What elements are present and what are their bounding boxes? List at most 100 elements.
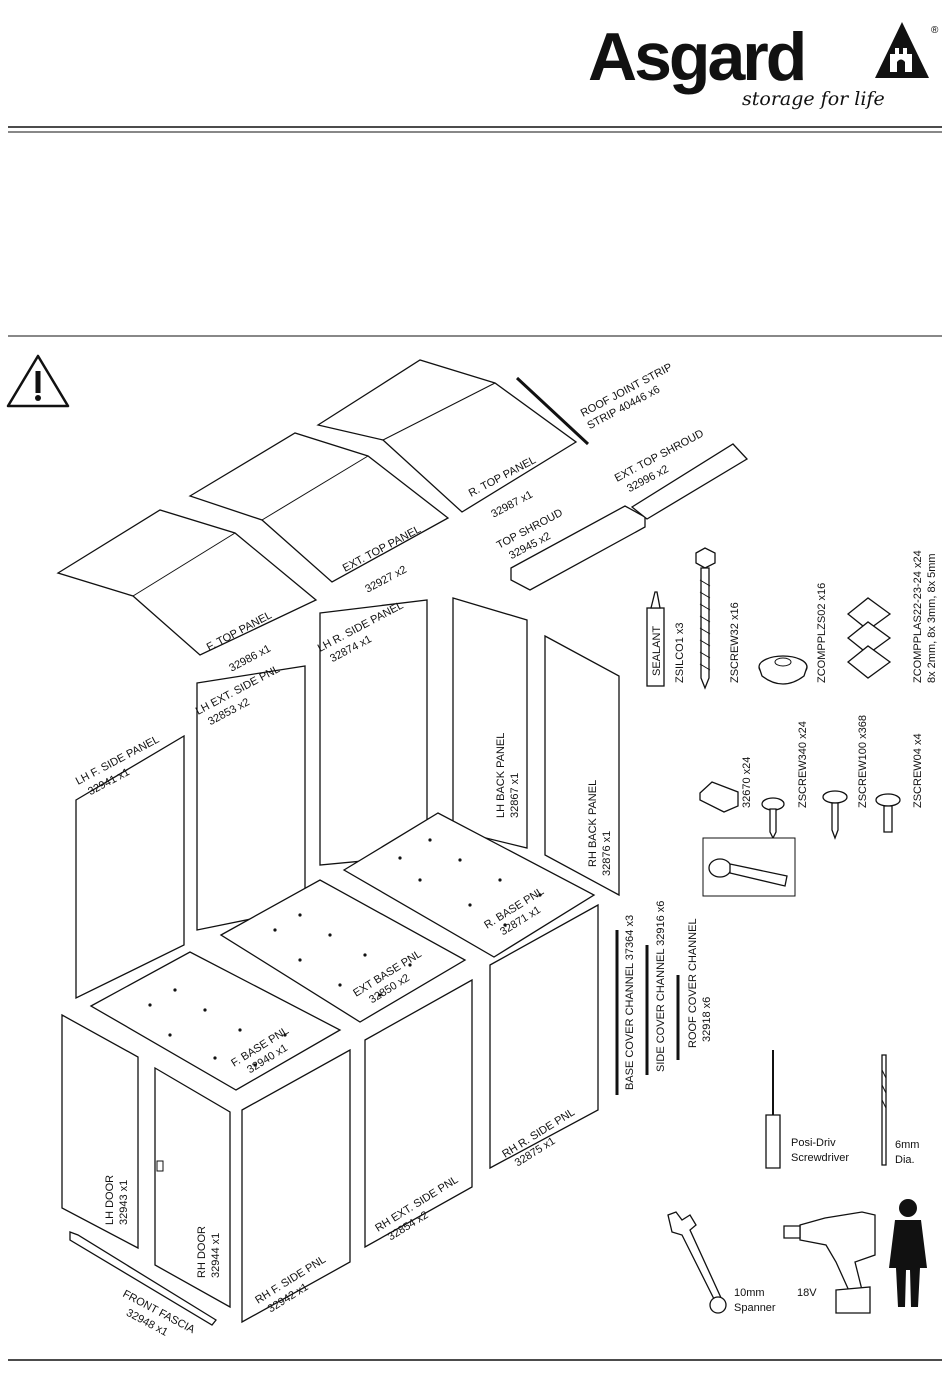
- part-name: RH DOOR: [196, 1226, 208, 1278]
- svg-text:ZCOMPPLZS02 x16: ZCOMPPLZS02 x16: [816, 583, 828, 683]
- hardware-sizes: 8x 2mm, 8x 3mm, 8x 5mm: [926, 553, 938, 683]
- part-qty: x1: [519, 489, 535, 505]
- part-qty: x1: [210, 1233, 222, 1245]
- label-spanner: 10mm Spanner: [734, 1287, 776, 1314]
- sealant-tube-icon: [646, 591, 665, 687]
- hardware-qty: x24: [912, 550, 924, 568]
- part-name: BASE COVER CHANNEL: [624, 963, 636, 1090]
- part-name: RH BACK PANEL: [587, 780, 599, 867]
- part-code: 32944: [210, 1247, 222, 1278]
- tool-line1: 10mm: [734, 1287, 765, 1299]
- part-code: 32876: [601, 845, 613, 876]
- label-drill: 18V: [797, 1287, 817, 1299]
- svg-text:32670 x24: 32670 x24: [741, 757, 753, 808]
- hardware-qty: x24: [741, 757, 753, 775]
- svg-text:ZSCREW04 x4: ZSCREW04 x4: [912, 733, 924, 808]
- lh-door: [61, 1013, 139, 1250]
- part-code: 32986: [227, 650, 260, 675]
- power-drill-icon: [783, 1211, 876, 1314]
- part-qty: x1: [257, 643, 273, 659]
- svg-text:BASE COVER CHANNEL 37364 x3: BASE COVER CHANNEL 37364 x3: [624, 915, 636, 1090]
- part-qty: x1: [118, 1180, 130, 1192]
- part-name: LH DOOR: [104, 1175, 116, 1225]
- hardware-qty: x3: [674, 622, 686, 634]
- hardware-code: ZCOMPPLAS22-23-24: [912, 571, 924, 683]
- screw-340-icon: [761, 797, 785, 840]
- part-qty: x1: [116, 766, 132, 782]
- label-lh-door: LH DOOR 32943 x1: [104, 1175, 130, 1225]
- drill-bit-icon: [881, 1054, 887, 1166]
- svg-text:SIDE COVER CHANNEL 32916 x6: SIDE COVER CHANNEL 32916 x6: [655, 901, 667, 1072]
- svg-text:ZSCREW340 x24: ZSCREW340 x24: [797, 721, 809, 808]
- part-qty: x1: [294, 1281, 310, 1297]
- label-roof-joint-strip: ROOF JOINT STRIP STRIP 40446 x6: [579, 361, 675, 432]
- rh-door: [154, 1066, 231, 1309]
- key-icon: [702, 837, 796, 897]
- part-code: 32918: [701, 1011, 713, 1042]
- screw-32-icon: [695, 547, 716, 690]
- label-lh-back-panel: LH BACK PANEL 32867 x1: [495, 733, 521, 818]
- label-screwdriver: Posi-Driv Screwdriver: [791, 1137, 849, 1164]
- part-qty: x2: [414, 1209, 430, 1225]
- svg-text:ZSILCO1 x3: ZSILCO1 x3: [674, 622, 686, 683]
- svg-text:32943 x1: 32943 x1: [118, 1180, 130, 1225]
- svg-text:32918 x6: 32918 x6: [701, 997, 713, 1042]
- hardware-code: ZSCREW04: [912, 748, 924, 808]
- spacer-pads-icon: [846, 597, 892, 679]
- label-32670: 32670 x24: [741, 757, 753, 808]
- part-name: ROOF COVER CHANNEL: [687, 918, 699, 1048]
- part-qty: x6: [646, 384, 662, 400]
- part-qty: x2: [236, 696, 252, 712]
- part-code: 32927: [363, 571, 396, 596]
- part-code: 37364: [624, 930, 636, 961]
- part-name: LH BACK PANEL: [495, 733, 507, 818]
- f-base-panel: [89, 951, 342, 1091]
- hardware-code: ZSCREW340: [797, 742, 809, 808]
- hardware-qty: x24: [797, 721, 809, 739]
- label-roof-cover-channel: ROOF COVER CHANNEL 32918 x6: [687, 918, 713, 1048]
- label-zcomppl-zs02: ZCOMPPLZS02 x16: [816, 583, 828, 683]
- label-rh-door: RH DOOR 32944 x1: [196, 1226, 222, 1278]
- part-qty: x1: [527, 904, 543, 920]
- label-sealant: SEALANT: [651, 626, 663, 676]
- lh-f-side-panel: [75, 734, 185, 1000]
- svg-text:ZSCREW100 x368: ZSCREW100 x368: [857, 715, 869, 808]
- ext-top-shroud: [630, 443, 749, 520]
- part-qty: x1: [274, 1042, 290, 1058]
- part-qty: x1: [601, 831, 613, 843]
- spanner-icon: [667, 1211, 727, 1314]
- registered-mark: ®: [931, 25, 939, 36]
- svg-text:32987 x1: 32987 x1: [489, 489, 535, 521]
- r-base-panel: [342, 812, 596, 958]
- screwdriver-icon: [765, 1050, 781, 1169]
- part-qty: x1: [541, 1135, 557, 1151]
- hardware-qty: x16: [729, 602, 741, 620]
- roof-panel-r-top: [316, 359, 578, 513]
- ext-base-panel: [219, 879, 467, 1023]
- label-drill-bit: 6mm Dia.: [895, 1139, 919, 1166]
- roof-joint-strip: [515, 376, 590, 446]
- hardware-qty: x16: [816, 583, 828, 601]
- part-qty: x2: [537, 530, 553, 546]
- label-rh-back-panel: RH BACK PANEL 32876 x1: [587, 780, 613, 876]
- castle-icon: [875, 22, 929, 78]
- roof-panel-f-top: [56, 509, 318, 656]
- rh-f-side-panel: [241, 1048, 351, 1324]
- part-code: 32916: [655, 915, 667, 946]
- logo: Asgard ® storage for life: [588, 19, 939, 110]
- part-qty: x1: [154, 1323, 170, 1339]
- part-qty: x1: [509, 773, 521, 785]
- part-qty: x2: [393, 564, 409, 580]
- clip-32670-icon: [699, 781, 739, 813]
- label-zscrew32: ZSCREW32 x16: [729, 602, 741, 683]
- hardware-code: ZSILCO1: [674, 637, 686, 683]
- tool-line2: Screwdriver: [791, 1152, 849, 1164]
- rh-back-panel: [544, 634, 620, 897]
- washer-icon: [758, 655, 808, 685]
- tool-line1: 18V: [797, 1287, 817, 1299]
- part-code: 32867: [509, 787, 521, 818]
- part-qty: x1: [358, 633, 374, 649]
- screw-04-icon: [875, 793, 901, 833]
- tool-line2: Spanner: [734, 1302, 776, 1314]
